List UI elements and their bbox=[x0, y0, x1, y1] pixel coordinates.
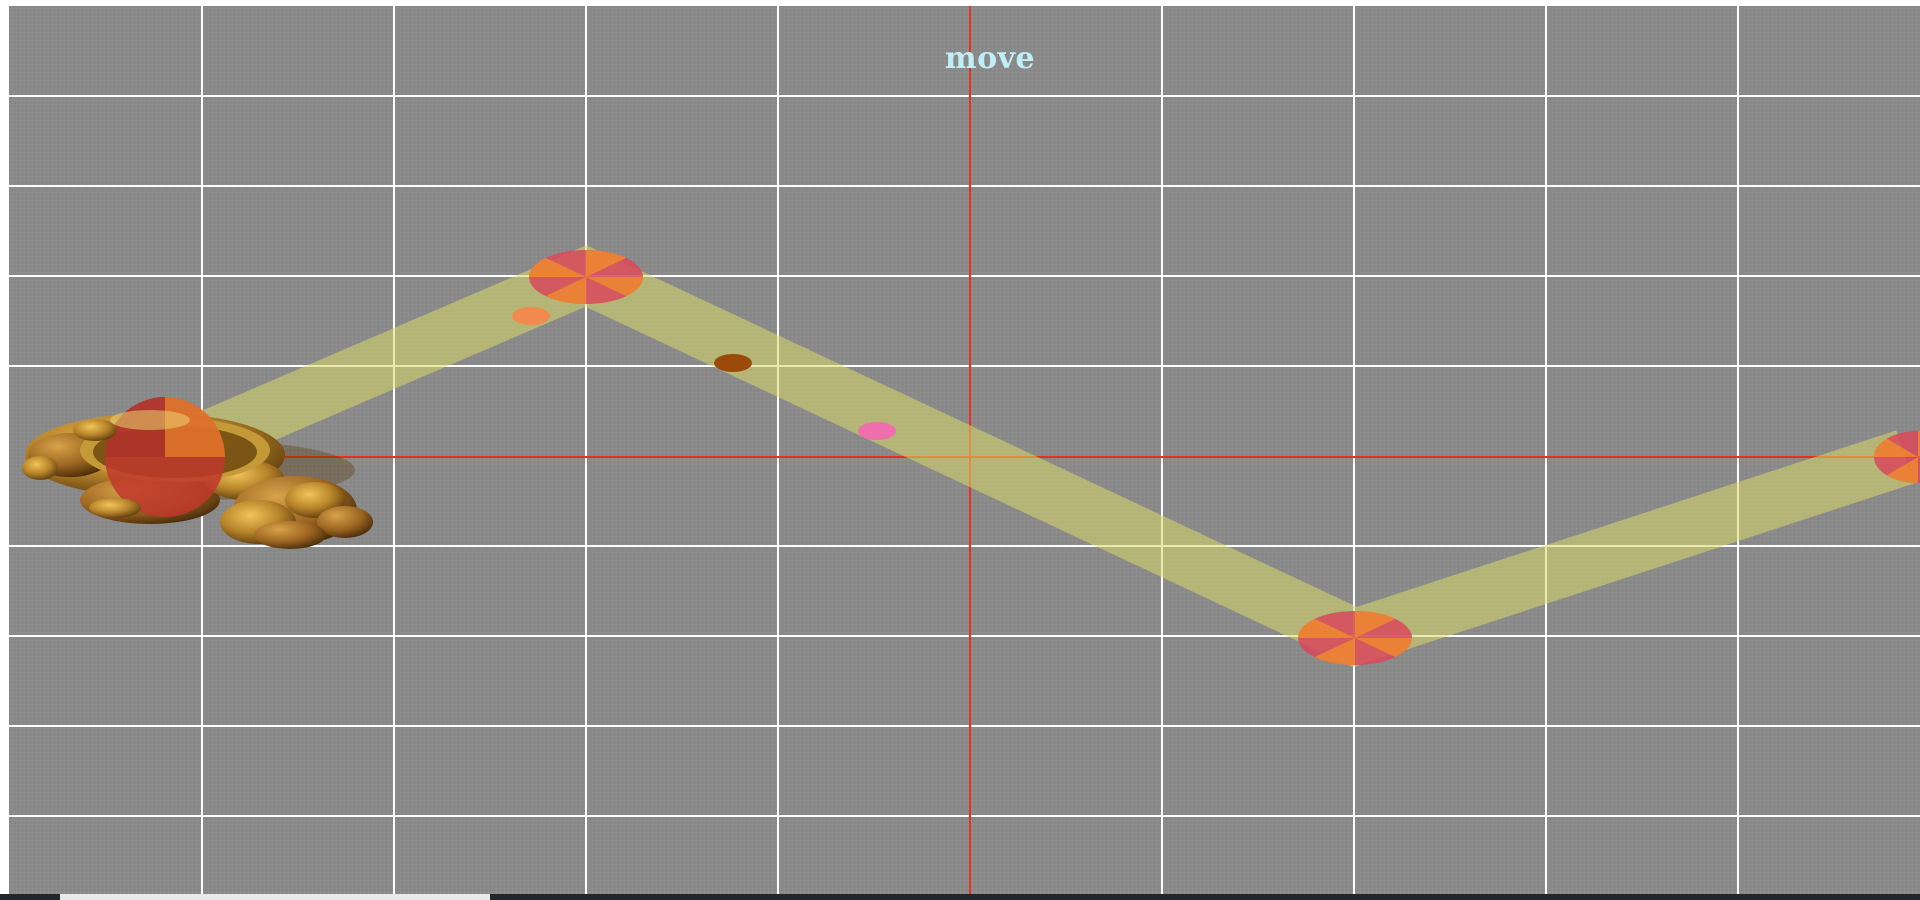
unit-pod bbox=[254, 521, 326, 549]
movement-path bbox=[153, 245, 1914, 668]
unit-highlight bbox=[110, 410, 190, 430]
waypoint-segment bbox=[545, 277, 586, 304]
unit-lump-small bbox=[73, 419, 117, 441]
trail-dots bbox=[512, 307, 896, 440]
left-border bbox=[0, 0, 9, 900]
trail-dot bbox=[714, 354, 752, 372]
waypoint-marker[interactable] bbox=[1874, 431, 1920, 483]
waypoint-segment bbox=[1314, 638, 1355, 665]
waypoint-segment bbox=[1355, 638, 1412, 658]
taskbar-strip bbox=[0, 894, 1920, 900]
waypoint-segment bbox=[1298, 618, 1355, 638]
waypoint-segment bbox=[1886, 457, 1918, 483]
trail-dot bbox=[512, 307, 550, 325]
waypoints[interactable] bbox=[529, 250, 1920, 665]
top-border bbox=[0, 0, 1920, 6]
unit-pod bbox=[317, 506, 373, 538]
waypoint-segment bbox=[529, 257, 586, 277]
waypoint-segment bbox=[586, 250, 627, 277]
grid bbox=[9, 6, 1920, 894]
unit-creature[interactable] bbox=[22, 397, 373, 549]
waypoint-segment bbox=[1355, 611, 1396, 638]
unit-lump-small bbox=[22, 456, 58, 480]
unit-lump-small bbox=[89, 498, 141, 518]
path-band bbox=[153, 245, 1914, 668]
trail-dot bbox=[858, 422, 896, 440]
waypoint-marker[interactable] bbox=[1298, 611, 1412, 665]
waypoint-segment bbox=[586, 277, 644, 297]
unit-core-quad bbox=[165, 397, 225, 457]
waypoint-segment bbox=[1874, 438, 1918, 457]
waypoint-marker[interactable] bbox=[529, 250, 644, 304]
mode-label: move bbox=[944, 41, 1036, 76]
taskbar-tab[interactable] bbox=[60, 894, 490, 900]
